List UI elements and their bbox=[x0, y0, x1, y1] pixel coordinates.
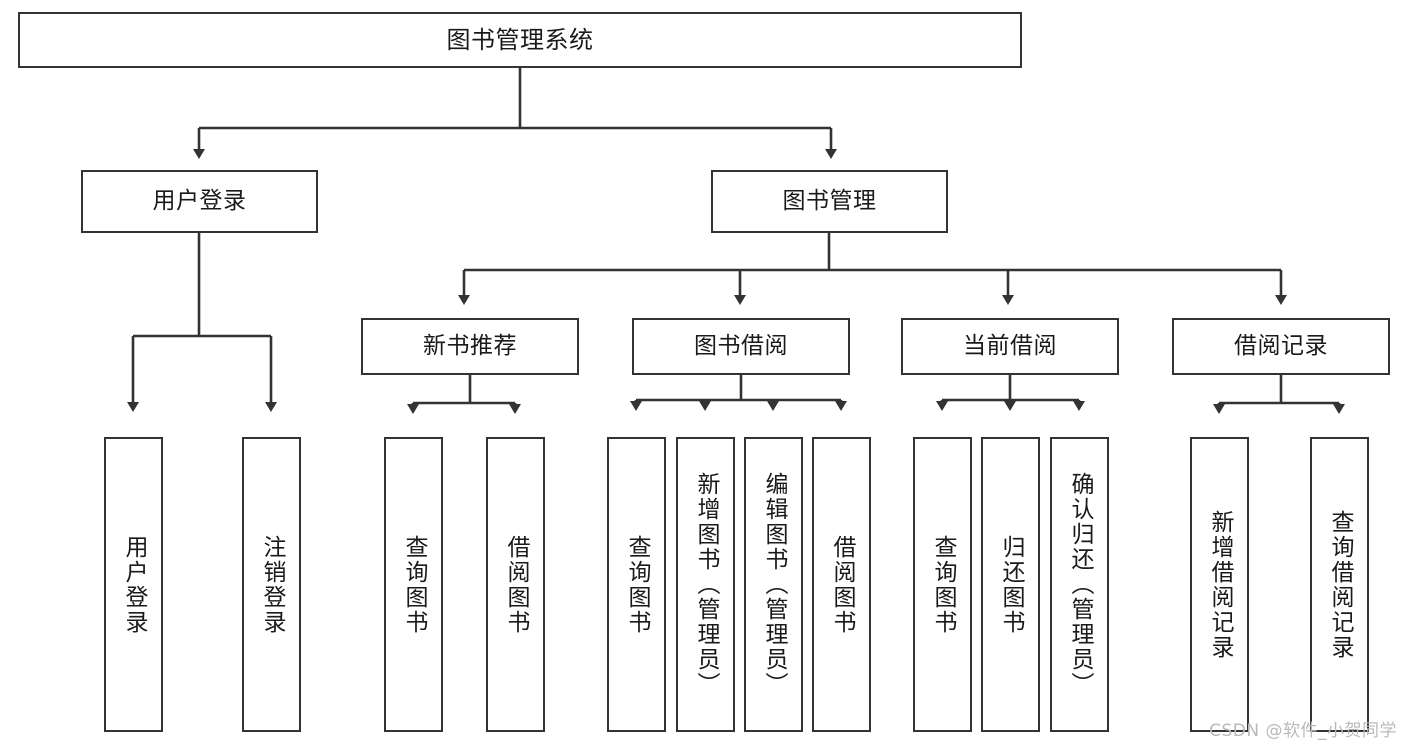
node-label: 编辑图书（管理员） bbox=[761, 472, 788, 697]
node-label: 当前借阅 bbox=[963, 332, 1057, 359]
leaf-borrow-record-add-record[interactable]: 新增借阅记录 bbox=[1190, 437, 1249, 732]
node-book-management[interactable]: 图书管理 bbox=[711, 170, 948, 233]
node-label: 新书推荐 bbox=[423, 332, 517, 359]
node-label: 借阅图书 bbox=[829, 534, 856, 635]
node-label: 借阅图书 bbox=[503, 534, 530, 635]
node-label: 新增借阅记录 bbox=[1207, 509, 1234, 660]
csdn-watermark: CSDN @软件_小贺同学 bbox=[1209, 721, 1397, 741]
node-label: 归还图书 bbox=[998, 534, 1025, 635]
leaf-new-book-query-books[interactable]: 查询图书 bbox=[384, 437, 443, 732]
leaf-new-book-borrow-books[interactable]: 借阅图书 bbox=[486, 437, 545, 732]
leaf-borrow-record-query-record[interactable]: 查询借阅记录 bbox=[1310, 437, 1369, 732]
node-label: 图书管理 bbox=[782, 187, 877, 214]
node-label: 用户登录 bbox=[152, 187, 247, 214]
node-label: 查询图书 bbox=[624, 534, 651, 635]
node-current-borrow[interactable]: 当前借阅 bbox=[901, 318, 1119, 375]
leaf-book-borrow-add-book-admin[interactable]: 新增图书（管理员） bbox=[676, 437, 735, 732]
node-label: 确认归还（管理员） bbox=[1067, 472, 1094, 697]
leaf-current-borrow-return-books[interactable]: 归还图书 bbox=[981, 437, 1040, 732]
node-new-book-recommend[interactable]: 新书推荐 bbox=[361, 318, 579, 375]
leaf-book-borrow-edit-book-admin[interactable]: 编辑图书（管理员） bbox=[744, 437, 803, 732]
node-root-book-management-system[interactable]: 图书管理系统 bbox=[18, 12, 1022, 68]
leaf-current-borrow-query-books[interactable]: 查询图书 bbox=[913, 437, 972, 732]
node-label: 用户登录 bbox=[121, 534, 148, 635]
leaf-book-borrow-query-books[interactable]: 查询图书 bbox=[607, 437, 666, 732]
node-label: 查询图书 bbox=[401, 534, 428, 635]
node-label: 查询借阅记录 bbox=[1327, 509, 1354, 660]
node-borrow-record[interactable]: 借阅记录 bbox=[1172, 318, 1390, 375]
leaf-book-borrow-borrow-books[interactable]: 借阅图书 bbox=[812, 437, 871, 732]
leaf-current-borrow-confirm-return-admin[interactable]: 确认归还（管理员） bbox=[1050, 437, 1109, 732]
node-book-borrow[interactable]: 图书借阅 bbox=[632, 318, 850, 375]
leaf-user-login-logout[interactable]: 注销登录 bbox=[242, 437, 301, 732]
node-user-login[interactable]: 用户登录 bbox=[81, 170, 318, 233]
node-label: 查询图书 bbox=[930, 534, 957, 635]
node-label: 借阅记录 bbox=[1234, 332, 1328, 359]
node-label: 新增图书（管理员） bbox=[693, 472, 720, 697]
node-label: 图书管理系统 bbox=[446, 25, 594, 54]
node-label: 注销登录 bbox=[259, 534, 286, 635]
leaf-user-login-login[interactable]: 用户登录 bbox=[104, 437, 163, 732]
node-label: 图书借阅 bbox=[694, 332, 788, 359]
